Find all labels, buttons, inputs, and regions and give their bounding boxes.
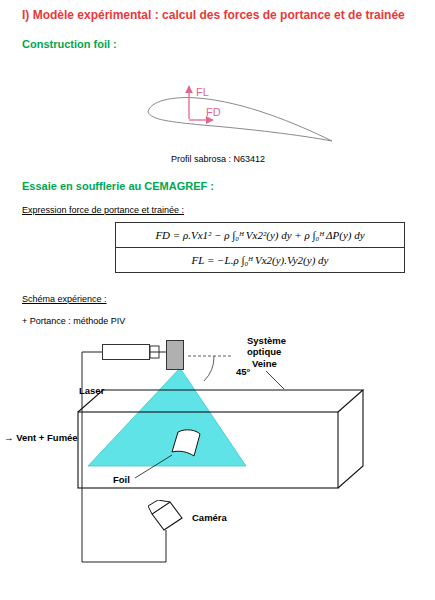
optical-system: Système optique (166, 340, 184, 370)
leader-line (266, 371, 284, 389)
wire (82, 352, 166, 562)
leader-line (135, 455, 172, 478)
force-label: FL (196, 86, 209, 99)
flow-label: → Vent + Fumée (4, 432, 78, 443)
light-sheet (88, 368, 246, 466)
section-heading: Construction foil : (22, 38, 117, 51)
reference-line (188, 356, 232, 357)
figure-caption: Profil sabrosa : N63412 (171, 154, 265, 165)
angle-label: 45° (236, 366, 250, 377)
drag-arrow (189, 119, 213, 120)
part-label: Veine (252, 358, 277, 369)
formula-cell: FL = −L.ρ ∫₀ᴴ Vx2(y).Vy2(y) dy (115, 247, 405, 273)
page-title: I) Modèle expérimental : calcul des forc… (22, 8, 405, 22)
formula-text: FL = −L.ρ ∫₀ᴴ Vx2(y).Vy2(y) dy (126, 253, 394, 267)
camera-lens (148, 500, 170, 514)
formula-text: FD = ρ.Vx1² − ρ ∫₀ᴴ Vx2²(y) dy + ρ ∫₀ᴴ Δ… (126, 228, 394, 242)
wind-tunnel (78, 390, 363, 488)
formula-cell: FD = ρ.Vx1² − ρ ∫₀ᴴ Vx2²(y) dy + ρ ∫₀ᴴ Δ… (115, 222, 405, 248)
laser-box: Laser (102, 344, 150, 360)
wire (150, 352, 166, 353)
section-heading: Essaie en soufflerie au CEMAGREF : (22, 180, 214, 193)
part-label: Foil (113, 474, 130, 485)
foil-model (172, 430, 200, 456)
note-text: + Portance : méthode PIV (22, 316, 125, 327)
lift-arrow (188, 86, 189, 119)
angle-arc (204, 356, 214, 381)
node-label: Laser (79, 385, 119, 396)
subheading: Schéma expérience : (22, 294, 107, 305)
airfoil-profile (148, 98, 332, 141)
subheading: Expression force de portance et trainée … (22, 205, 184, 216)
node-label: Caméra (192, 512, 242, 523)
node-label: Système optique (247, 335, 299, 358)
camera-body: Caméra (148, 500, 184, 534)
force-label: FD (206, 106, 221, 119)
